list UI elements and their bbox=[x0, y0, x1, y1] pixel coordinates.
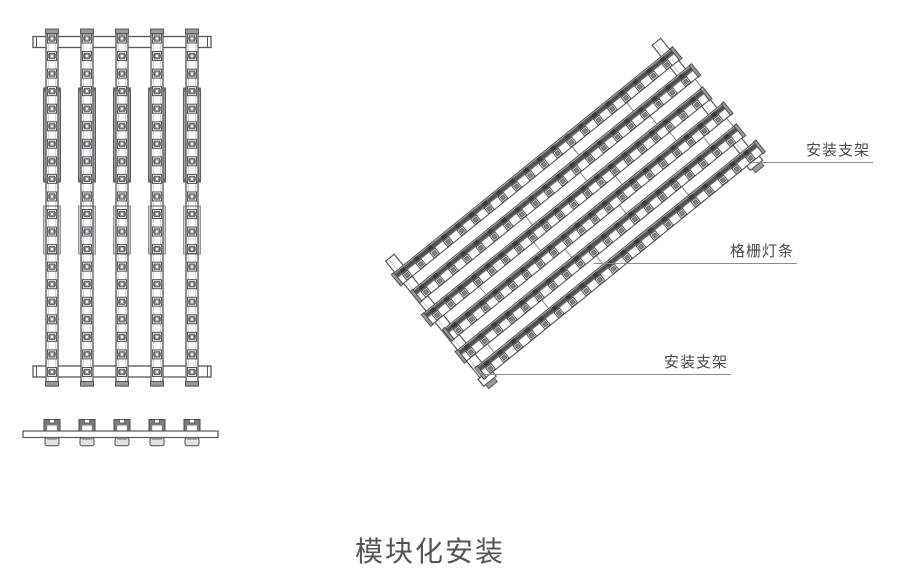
mounting-bracket-top-label: 安装支架 bbox=[805, 141, 870, 159]
callout-grille-light-strip: 格栅灯条 bbox=[594, 241, 797, 264]
end-view bbox=[22, 419, 219, 447]
callout-mounting-bracket-top: 安装支架 bbox=[753, 140, 873, 163]
front-view bbox=[32, 28, 212, 387]
grille-light-strip-label: 格栅灯条 bbox=[729, 242, 794, 260]
mounting-bracket-bottom-label: 安装支架 bbox=[663, 353, 728, 371]
iso-view bbox=[384, 37, 767, 390]
page-title: 模块化安装 bbox=[354, 535, 505, 568]
callout-mounting-bracket-bottom: 安装支架 bbox=[481, 352, 731, 375]
